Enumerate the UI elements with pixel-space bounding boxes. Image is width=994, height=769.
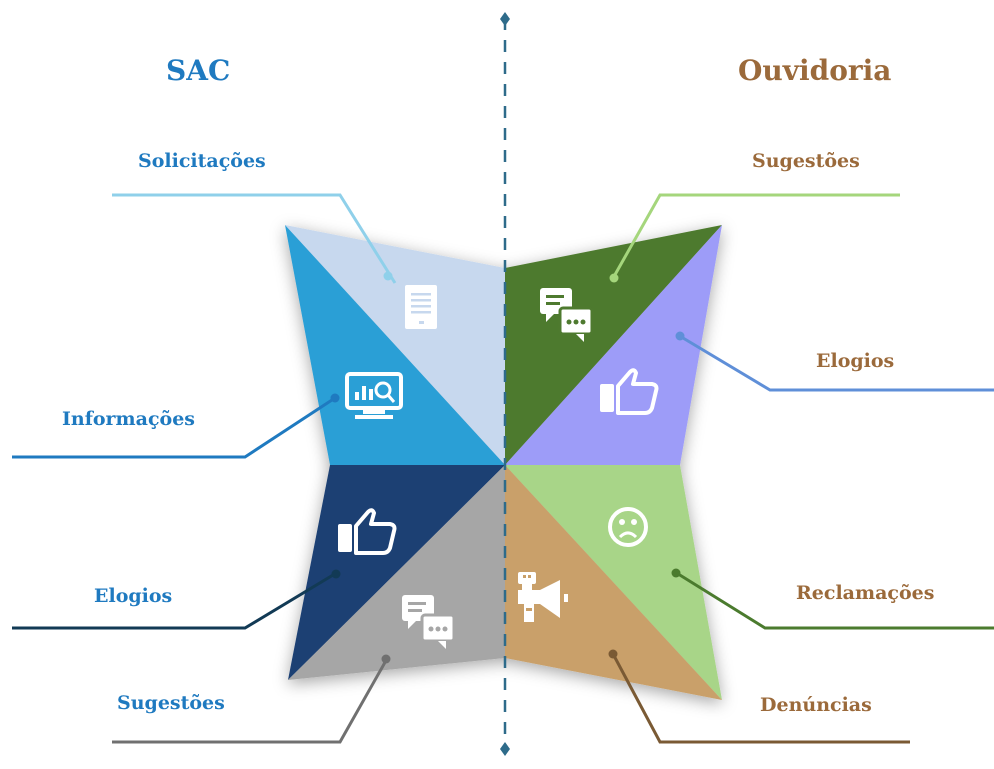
sac-header: SAC (166, 54, 230, 87)
sac-informacoes-label: Informações (62, 408, 195, 430)
sac-solicitacoes-label: Solicitações (138, 150, 266, 172)
sac-elogios-label: Elogios (94, 585, 172, 607)
document-icon (405, 285, 437, 329)
ouvidoria-header: Ouvidoria (738, 54, 891, 87)
ouvidoria-elogios-label: Elogios (816, 350, 894, 372)
sac-sugestoes-label: Sugestões (117, 692, 225, 714)
ouvidoria-denuncias-label: Denúncias (760, 694, 872, 716)
ouvidoria-sugestoes-label: Sugestões (752, 150, 860, 172)
ouvidoria-reclamacoes-label: Reclamações (796, 582, 934, 604)
sac-elogios-leader (12, 570, 341, 629)
